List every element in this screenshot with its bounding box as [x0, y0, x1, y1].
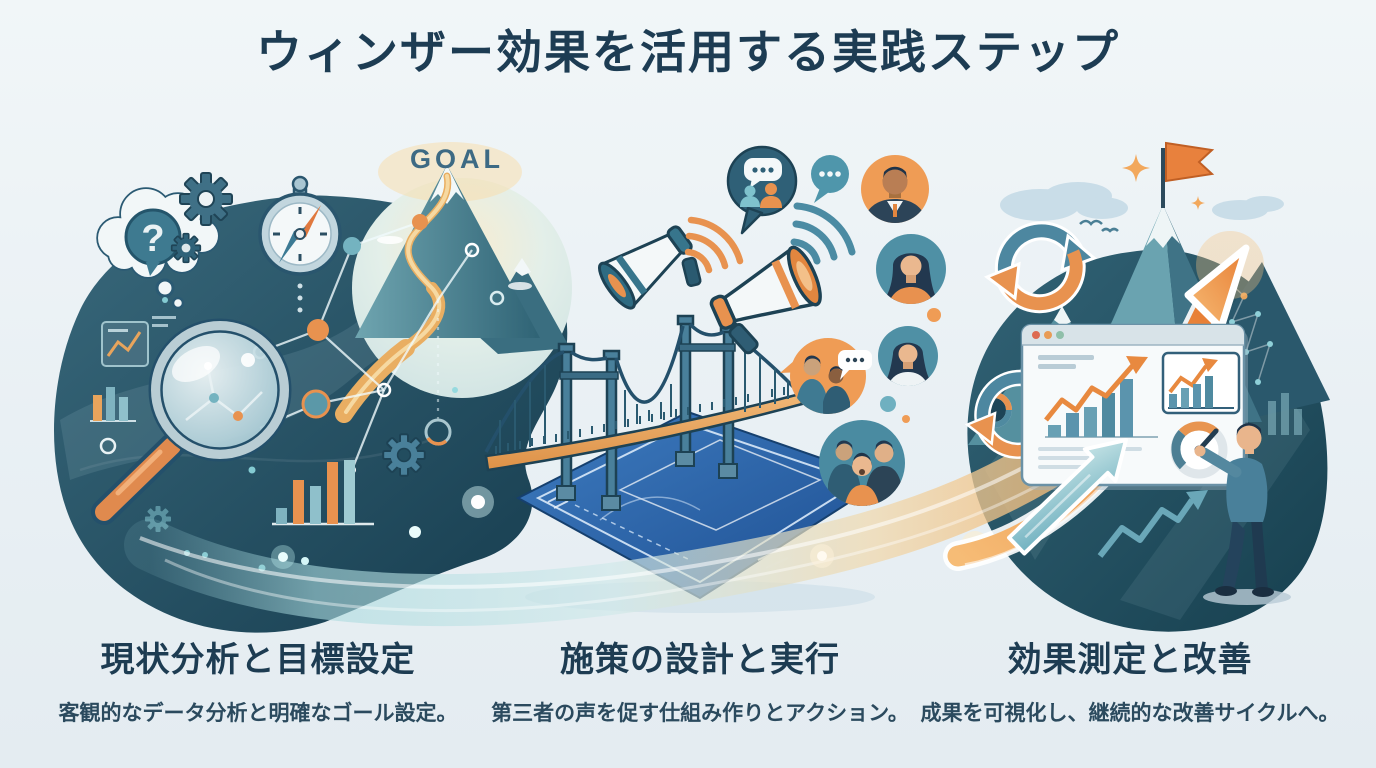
- step-description: 客観的なデータ分析と明確なゴール設定。: [58, 702, 458, 725]
- cycle-arrows-icon: [983, 221, 1097, 314]
- megaphone-icon: [598, 225, 702, 310]
- gear-icon: [179, 172, 233, 226]
- mini-chart-card-icon: [1161, 351, 1241, 415]
- goal-mountain-icon: [335, 142, 572, 423]
- growth-arrow-icon: [1097, 490, 1208, 558]
- sparkle-icon: [1122, 154, 1205, 210]
- group-avatar-icon: [780, 338, 872, 414]
- analysis-section: ?: [54, 142, 572, 633]
- user-avatar-icon: [878, 326, 938, 386]
- cloud-icon: [1000, 182, 1284, 221]
- bridge-icon: [484, 314, 804, 511]
- mini-bar-chart-icon: [90, 387, 136, 422]
- gear-icon: [170, 232, 202, 264]
- sound-waves-icon: [684, 202, 856, 274]
- dot-accent: [927, 308, 941, 322]
- window-dot-icon: [1032, 331, 1040, 339]
- step-improvement: 効果測定と改善 成果を可視化し、継続的な改善サイクルへ。: [900, 632, 1360, 727]
- step-heading: 効果測定と改善: [1007, 641, 1253, 679]
- ring-node-icon: [424, 418, 452, 446]
- step-description: 第三者の声を促す仕組み作りとアクション。: [491, 702, 909, 725]
- growth-arrow-icon: [1007, 438, 1128, 556]
- user-avatar-icon: [876, 234, 946, 304]
- speech-bubble-icon: [726, 145, 798, 235]
- step-execution: 施策の設計と実行 第三者の声を促す仕組み作りとアクション。: [470, 632, 930, 727]
- analytics-window-icon: [1020, 323, 1248, 490]
- megaphone-icon: [709, 245, 822, 355]
- bar-chart-icon: [272, 460, 374, 526]
- question-mark-icon: ?: [141, 218, 164, 260]
- faint-bars-icon: [1268, 393, 1302, 435]
- step-heading: 現状分析と目標設定: [100, 641, 416, 679]
- step-analysis: 現状分析と目標設定 客観的なデータ分析と明確なゴール設定。: [28, 632, 488, 727]
- dashboard-bar-chart-icon: [1044, 356, 1158, 438]
- birds-icon: [1079, 219, 1119, 233]
- thought-bubble-icon: ?: [96, 187, 220, 310]
- dot-accent: [902, 415, 910, 423]
- window-dot-icon: [1056, 331, 1064, 339]
- testimonial-cluster: [726, 145, 946, 506]
- magnifier-icon: [91, 318, 292, 525]
- step-heading: 施策の設計と実行: [560, 641, 840, 679]
- goal-label: GOAL: [410, 144, 504, 174]
- window-dot-icon: [1044, 331, 1052, 339]
- group-avatar-icon: [819, 420, 905, 506]
- step-description: 成果を可視化し、継続的な改善サイクルへ。: [920, 702, 1340, 725]
- trend-panel-icon: [101, 316, 176, 367]
- user-avatar-icon: [861, 155, 929, 223]
- page-title: ウィンザー効果を活用する実践ステップ: [256, 26, 1120, 78]
- gear-icon: [382, 433, 426, 477]
- compass-icon: [258, 175, 342, 313]
- dot-accent: [880, 396, 896, 412]
- person-icon: [1194, 423, 1291, 605]
- speech-bubble-icon: [811, 155, 849, 203]
